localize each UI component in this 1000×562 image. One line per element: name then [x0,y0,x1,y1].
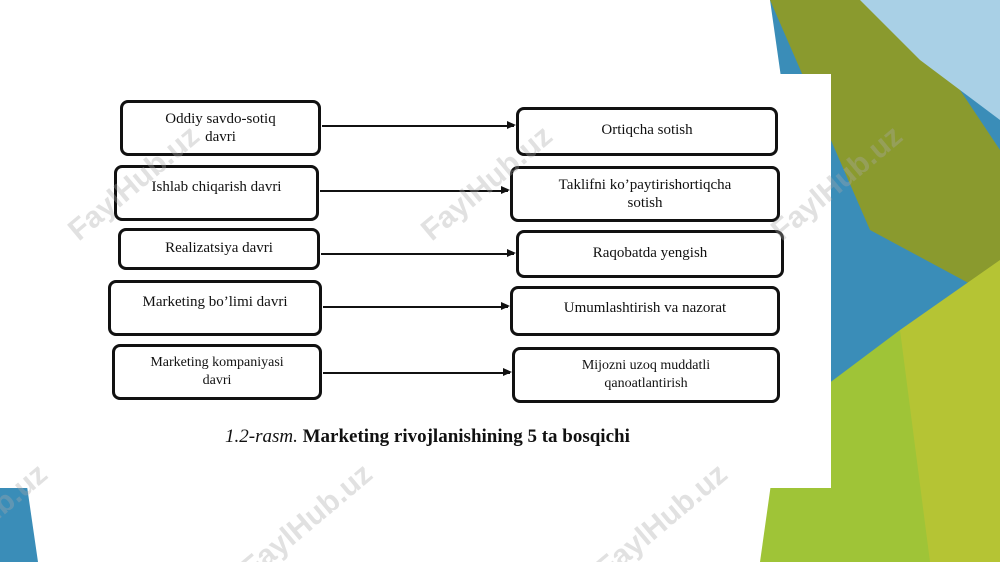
left-box-3: Realizatsiya davri [118,228,320,270]
arrow-5 [323,369,512,375]
arrow-3 [321,250,516,256]
right-lightblue-shape [860,0,1000,120]
right-lime-shape [900,260,1000,562]
right-box-1: Ortiqcha sotish [516,107,778,156]
arrow-4 [323,303,510,309]
right-lime-shape-2 [760,330,930,562]
right-box-3: Raqobatda yengish [516,230,784,278]
figure-caption: 1.2-rasm. Marketing rivojlanishining 5 t… [225,426,630,448]
right-box-4: Umumlashtirish va nazorat [510,286,780,336]
left-box-2: Ishlab chiqarish davri [114,165,319,221]
arrow-2 [320,187,510,193]
caption-title: Marketing rivojlanishining 5 ta bosqichi [302,426,630,447]
arrow-1 [322,122,516,128]
left-box-4: Marketing bo’limi davri [108,280,322,336]
caption-prefix: 1.2-rasm. [225,426,298,447]
